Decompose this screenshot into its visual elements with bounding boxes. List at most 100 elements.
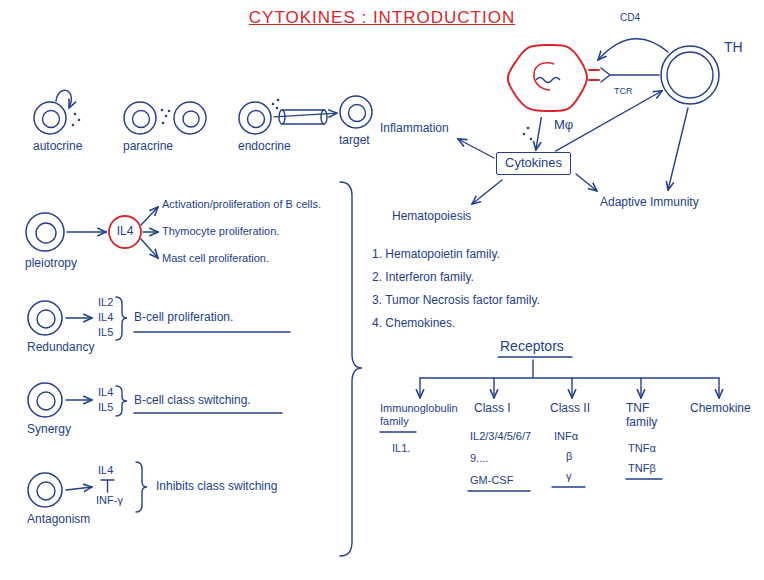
cell-membrane [28,301,62,335]
cell-nucleus [183,111,199,127]
mhc-receptor [589,70,599,80]
cell-membrane [661,46,719,104]
signal-mode-label: target [339,134,370,148]
helper-t-cell: TH [660,45,720,105]
signal-mode-label: autocrine [33,140,82,154]
cell-circle: Synergy [27,382,63,418]
curly-brace [116,386,127,416]
interleukin: INF-γ [96,494,123,507]
underline [498,356,572,357]
cell-outline [25,212,65,252]
cell-name: TH [724,39,743,55]
cell-circle: autocrine [33,101,67,135]
molecule-label: CD4 [620,12,640,24]
tree-arrow [640,378,641,398]
family-item: 3. Tumor Necrosis factor family. [372,294,540,308]
effect-arrow [141,207,158,225]
effect-arrow [143,231,158,232]
secretion-dot [276,107,279,110]
secretion-dot [272,103,275,106]
cell-nucleus [36,223,56,243]
property-label: pleiotropy [25,257,77,271]
underline [380,431,416,432]
secretion-dot [162,122,165,125]
cell-membrane [28,383,62,417]
cell-membrane [340,96,372,128]
effect-arrow [668,108,688,190]
interleukin-ring: IL4 [108,215,142,249]
inhibition-bar [101,480,114,492]
receptor-class: Immunoglobulin family [380,402,470,427]
receptor-class: Class II [550,402,590,416]
cell-membrane [239,102,271,134]
effect-text: Thymocyte proliferation. [162,225,279,238]
box-label: Cytokines [505,156,562,171]
interleukin: IL2 [98,296,113,309]
effect-text: Activation/proliferation of B cells. [162,198,321,211]
cell-circle: pleiotropy [25,212,65,252]
receptor-class: Class I [474,402,511,416]
blood-vessel [321,110,327,124]
tree-arrow [493,378,494,398]
cell-name: Mφ [554,118,573,133]
property-label: Antagonism [27,513,90,527]
receptor-ligand: 9.... [470,452,488,465]
interleukin: IL4 [98,311,113,324]
receptor-ligand: γ [566,470,572,483]
secretion-dot [530,138,533,141]
cell-outline [123,101,157,135]
cell-outline [238,101,272,135]
effect-arrow [141,239,158,258]
receptor-ligand: IL2/3/4/5/6/7 [470,430,531,443]
family-item: 4. Chemokines. [372,317,455,331]
function-label: Hematopoiesis [392,210,471,224]
receptor-ligand: INFα [554,430,578,443]
molecule-label: TCR [614,86,633,96]
underline [552,486,585,487]
cell-circle [174,102,206,134]
cell-outline [339,95,373,129]
cell-membrane [124,102,156,134]
secretion-dot [74,113,77,116]
tcr-receptor [601,68,659,82]
cell-membrane [28,473,62,507]
cell-nucleus [43,111,60,128]
cell-outline [660,45,720,105]
macrophage-cell: Mφ [506,40,590,116]
cell-outline [33,101,67,135]
secretion-dots [72,99,533,141]
signal-mode-label: endocrine [238,140,291,154]
receptor-class: Chemokine [690,402,751,416]
family-item: 1. Hematopoietin family. [372,248,500,262]
arrow-connector [536,118,541,150]
macrophage-outline [506,40,590,116]
sketch-lines [56,39,719,556]
receptor-ligand: TNFβ [628,462,656,475]
signal-mode-label: paracrine [123,140,173,154]
effect-arrow [66,317,92,318]
antigen-squiggle [536,78,560,83]
effect-text: Inhibits class switching [156,480,277,494]
signal-arrow [598,39,668,60]
property-label: Synergy [27,423,71,437]
receptor-ligand: β [566,450,572,463]
cell-nucleus [37,392,55,410]
curly-brace [116,297,127,340]
cell-nucleus [37,310,55,328]
tree-arrow [718,378,719,398]
underline [134,331,290,332]
cell-circle: paracrine [123,101,157,135]
interleukin: IL5 [98,326,113,339]
secretion-dot [78,119,81,122]
cell-nucleus [349,105,366,122]
receptor-ligand: IL1. [392,442,410,455]
cell-circle: Antagonism [27,472,63,508]
receptor-class: TNF family [626,402,670,430]
curly-brace [340,182,362,556]
underline [468,490,530,491]
cell-circle: Redundancy [27,300,63,336]
effect-arrow [472,180,502,204]
section-heading: Receptors [500,338,564,354]
